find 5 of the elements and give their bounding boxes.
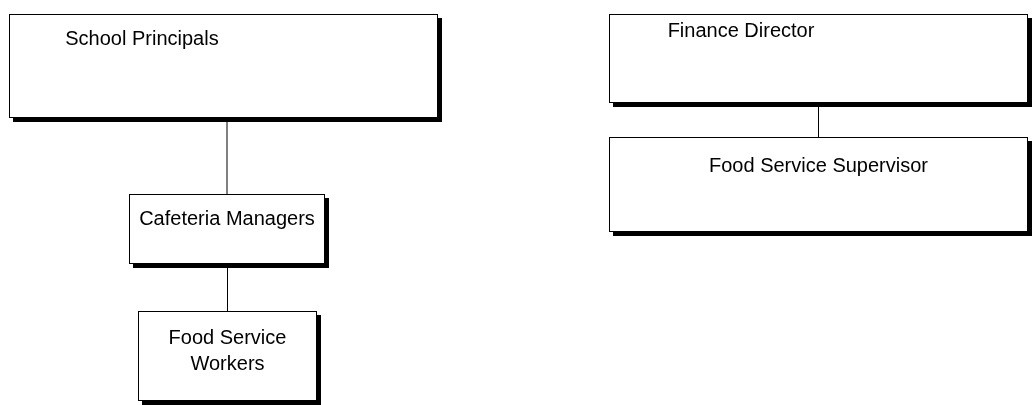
- role-label: Food Service Supervisor: [708, 153, 929, 178]
- role-label: Cafeteria Managers: [138, 206, 316, 231]
- role-label: Finance Director: [666, 18, 816, 43]
- role-label: Food Service Workers: [167, 325, 288, 376]
- role-label: School Principals: [64, 26, 220, 51]
